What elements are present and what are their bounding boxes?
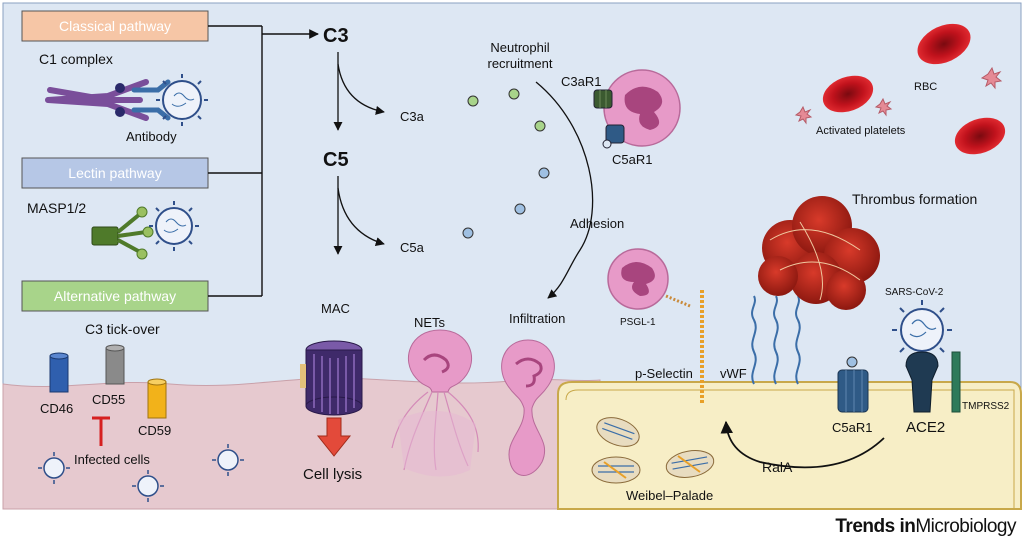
c5a-label: C5a: [400, 240, 425, 255]
infected-cells-label: Infected cells: [74, 452, 150, 467]
journal-brand: Trends inMicrobiology: [835, 516, 1016, 538]
cd46-cylinder: [49, 352, 69, 393]
endothelial-inner-membrane: [565, 389, 1015, 509]
tmprss2-protease: [951, 351, 961, 413]
tmprss2-label: TMPRSS2: [962, 401, 1010, 412]
c3-label: C3: [323, 25, 349, 47]
thrombus-formation-label: Thrombus formation: [852, 191, 977, 207]
nets-label: NETs: [414, 315, 446, 330]
masp-illustration: [91, 206, 154, 260]
ace2-receptor: [905, 351, 939, 413]
weibel-palade-label: Weibel–Palade: [626, 488, 713, 503]
virus-icons-tissue: [38, 444, 244, 502]
classical-pathway-label: Classical pathway: [59, 18, 171, 34]
c5ar1-receptor-membrane: [837, 356, 869, 413]
red-blood-cells: [822, 23, 1006, 155]
vwf-label: vWF: [720, 366, 747, 381]
c5-label: C5: [323, 149, 349, 171]
thrombus-clot: [758, 196, 880, 310]
c3ar1-label: C3aR1: [561, 74, 601, 89]
c1-complex-label: C1 complex: [39, 51, 113, 67]
cd46-label: CD46: [40, 401, 73, 416]
mac-label: MAC: [321, 301, 350, 316]
virus-icon-c1: [156, 74, 208, 126]
anaphylatoxin-dots: [462, 88, 550, 239]
neutrophil-recruitment-label-1: Neutrophil: [490, 40, 549, 55]
rala-arrow: [720, 420, 885, 469]
rala-label: RalA: [762, 459, 793, 475]
psgl1-label: PSGL-1: [620, 317, 656, 328]
c3ar1-receptor: [593, 89, 613, 109]
nets-illustration: [391, 329, 479, 477]
c3-tickover-label: C3 tick-over: [85, 321, 160, 337]
cd55-cylinder: [105, 344, 125, 385]
brand-part2: Microbiology: [915, 516, 1016, 537]
c5ar1-bottom-label: C5aR1: [832, 420, 872, 435]
neutrophil-infiltrating: [501, 339, 555, 476]
vwf-strands: [751, 295, 801, 385]
neutrophil-recruitment-label-2: recruitment: [487, 56, 552, 71]
ace2-label: ACE2: [906, 419, 945, 436]
lectin-pathway-box: [21, 157, 209, 189]
activated-platelets-label: Activated platelets: [816, 125, 906, 137]
brand-part1: Trends in: [835, 516, 916, 537]
adhesion-label: Adhesion: [570, 216, 624, 231]
weibel-palade-bodies: [591, 417, 715, 484]
pathway-connector: [208, 25, 319, 297]
cd59-cylinder: [147, 378, 167, 419]
cascade-arrows: [333, 52, 385, 255]
activated-platelets: [794, 66, 1003, 125]
c5ar1-receptor-top: [602, 124, 625, 149]
infiltration-label: Infiltration: [509, 311, 565, 326]
c5ar1-top-label: C5aR1: [612, 152, 652, 167]
neutrophil-adhesion: [607, 248, 691, 310]
recruitment-arc-arrow: [535, 81, 594, 299]
cd55-label: CD55: [92, 392, 125, 407]
classical-pathway-box: [21, 10, 209, 42]
endothelial-cell: [557, 381, 1022, 510]
antibody-label: Antibody: [126, 129, 177, 144]
virus-icon-lectin: [149, 201, 199, 251]
alternative-pathway-label: Alternative pathway: [54, 288, 176, 304]
cell-lysis-arrow: [316, 417, 352, 457]
masp-label: MASP1/2: [27, 200, 86, 216]
sars-cov2-virion: [892, 300, 952, 360]
inhibition-symbol: [92, 416, 110, 446]
cell-lysis-label: Cell lysis: [303, 466, 362, 483]
c3a-label: C3a: [400, 109, 425, 124]
c1-complex-illustration: [45, 79, 171, 121]
p-selectin-label: p-Selectin: [635, 366, 693, 381]
sars-cov2-label: SARS-CoV-2: [885, 287, 944, 298]
rbc-label: RBC: [914, 81, 937, 93]
lectin-pathway-label: Lectin pathway: [68, 165, 161, 181]
cd59-label: CD59: [138, 423, 171, 438]
mac-pore: [300, 340, 363, 416]
